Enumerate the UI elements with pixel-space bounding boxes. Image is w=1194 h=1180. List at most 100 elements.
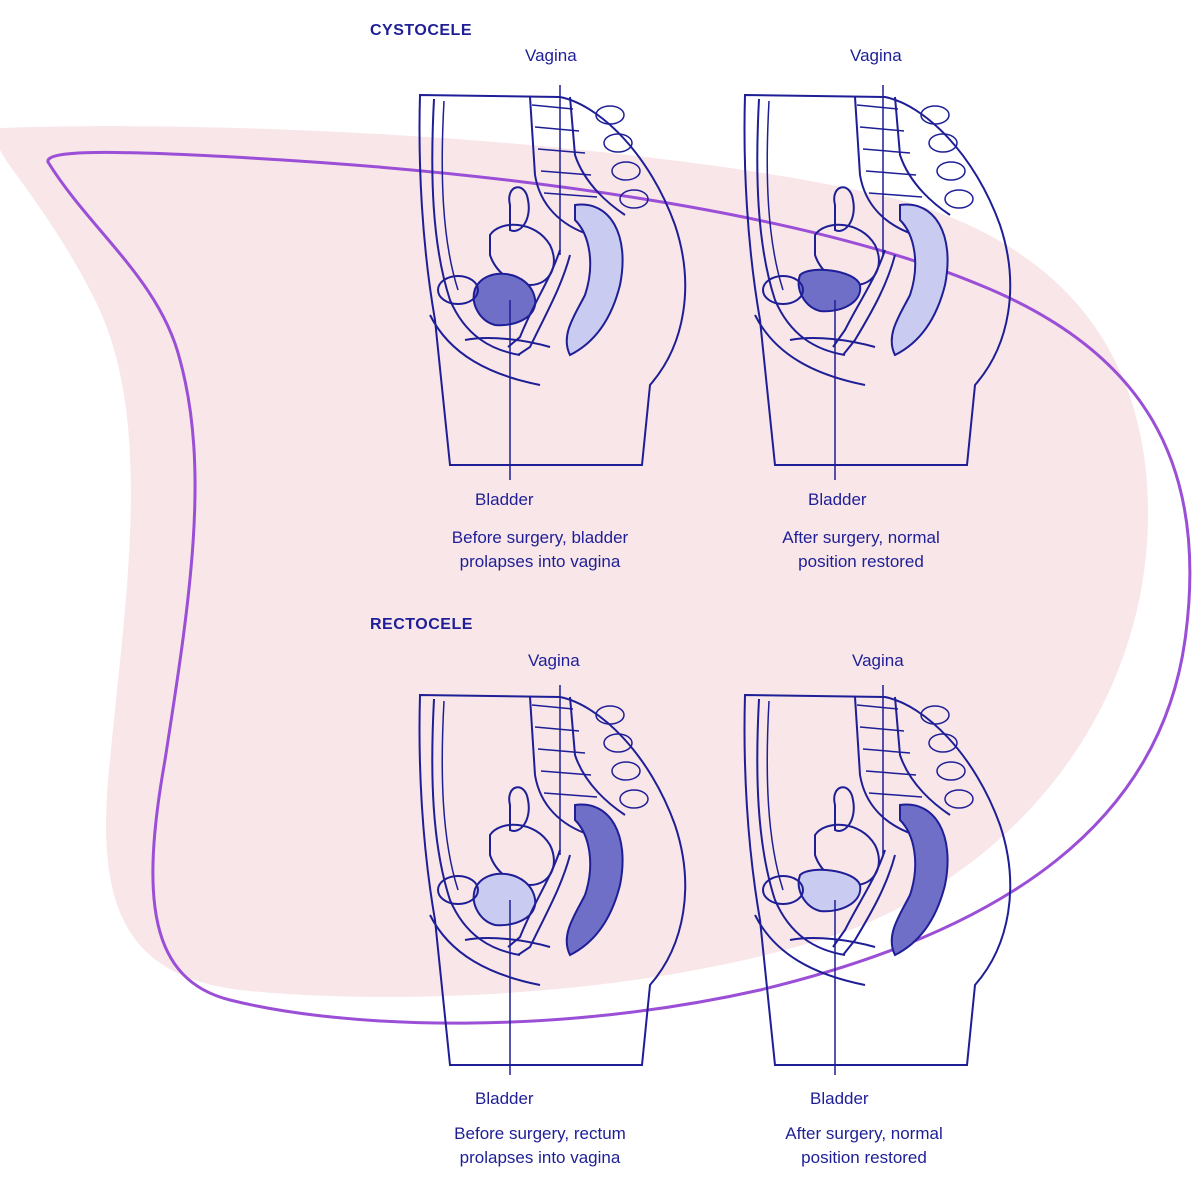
- uterus-top: [508, 186, 530, 232]
- vertebra-line: [543, 192, 598, 198]
- vagina-canal-back: [517, 254, 571, 356]
- anatomy-illustration: [743, 85, 1012, 480]
- caption-line: Before surgery, rectum: [454, 1124, 626, 1143]
- pelvic-floor: [789, 936, 876, 948]
- vertebra-line: [859, 726, 905, 732]
- vagina-label: Vagina: [528, 651, 580, 670]
- caption-line: Before surgery, bladder: [451, 528, 629, 547]
- spine-front: [854, 696, 916, 836]
- abdominal-wall-inner: [441, 100, 459, 291]
- vertebra-line: [531, 704, 574, 710]
- section-title-rectocele: RECTOCELE: [370, 616, 473, 633]
- panel-cystocele-after: [735, 85, 1025, 485]
- rectum: [890, 803, 949, 957]
- pubic-bone: [437, 875, 479, 905]
- abdominal-wall-inner: [766, 100, 784, 291]
- spine-back: [894, 696, 951, 816]
- vertebra-line: [856, 104, 899, 110]
- spine-front: [854, 96, 916, 236]
- vertebra-body: [920, 105, 950, 125]
- vertebra-line: [534, 126, 580, 132]
- spine-back: [894, 96, 951, 216]
- vertebra-line: [540, 770, 592, 776]
- spine-front: [529, 696, 591, 836]
- vertebra-line: [537, 748, 586, 754]
- caption-line: prolapses into vagina: [459, 552, 621, 571]
- abdominal-wall: [756, 98, 846, 356]
- caption-cystocele-before: Before surgery, bladder prolapses into v…: [410, 526, 670, 574]
- panel-rectocele-before: [410, 685, 700, 1075]
- section-title-cystocele: CYSTOCELE: [370, 22, 472, 39]
- vertebra-body: [936, 761, 966, 781]
- caption-line: After surgery, normal: [785, 1124, 943, 1143]
- caption-rectocele-before: Before surgery, rectum prolapses into va…: [410, 1122, 670, 1170]
- spine-back: [569, 696, 626, 816]
- spine-front: [529, 96, 591, 236]
- body-outline: [418, 93, 687, 466]
- vertebra-line: [531, 104, 574, 110]
- abdominal-wall-inner: [766, 700, 784, 891]
- anatomy-illustration: [418, 85, 687, 480]
- panel-cystocele-before: [410, 85, 700, 485]
- vertebra-body: [936, 161, 966, 181]
- abdominal-wall: [756, 698, 846, 956]
- uterus-top: [508, 786, 530, 832]
- pubic-bone: [762, 275, 804, 305]
- uterus-top: [833, 186, 855, 232]
- vertebra-line: [862, 748, 911, 754]
- bladder: [797, 268, 862, 313]
- body-outline: [743, 93, 1012, 466]
- vagina-canal-front: [832, 249, 886, 348]
- vagina-canal-front: [507, 849, 561, 948]
- caption-line: prolapses into vagina: [459, 1148, 621, 1167]
- vagina-canal-back: [842, 254, 896, 356]
- body-outline: [418, 693, 687, 1066]
- vertebra-body: [928, 133, 958, 153]
- caption-line: position restored: [798, 552, 924, 571]
- caption-line: position restored: [801, 1148, 927, 1167]
- bladder-label: Bladder: [808, 490, 867, 509]
- pelvic-floor: [464, 936, 551, 948]
- thigh-line: [754, 914, 866, 986]
- vertebra-body: [944, 189, 974, 209]
- pelvic-floor: [789, 336, 876, 348]
- vertebra-body: [595, 105, 625, 125]
- vagina-canal-front: [507, 249, 561, 348]
- vertebra-body: [611, 161, 641, 181]
- rectum: [890, 203, 949, 357]
- vertebra-line: [862, 148, 911, 154]
- vertebra-line: [868, 192, 923, 198]
- thigh-line: [429, 914, 541, 986]
- anatomy-illustration: [418, 685, 687, 1075]
- caption-line: After surgery, normal: [782, 528, 940, 547]
- bladder-label: Bladder: [475, 1089, 534, 1108]
- anatomy-illustration: [743, 685, 1012, 1075]
- vertebra-body: [619, 189, 649, 209]
- vertebra-line: [540, 170, 592, 176]
- vertebra-body: [595, 705, 625, 725]
- pubic-bone: [762, 875, 804, 905]
- bladder: [472, 872, 537, 927]
- caption-cystocele-after: After surgery, normal position restored: [731, 526, 991, 574]
- bladder-label: Bladder: [810, 1089, 869, 1108]
- thigh-line: [429, 314, 541, 386]
- spine-back: [569, 96, 626, 216]
- abdominal-wall: [431, 98, 521, 356]
- vertebra-line: [856, 704, 899, 710]
- abdominal-wall: [431, 698, 521, 956]
- vertebra-line: [865, 170, 917, 176]
- vagina-canal-back: [842, 854, 896, 956]
- abdominal-wall-inner: [441, 700, 459, 891]
- rectum: [565, 803, 624, 957]
- vertebra-body: [619, 789, 649, 809]
- vagina-canal-front: [832, 849, 886, 948]
- vertebra-body: [944, 789, 974, 809]
- rectum: [565, 203, 624, 357]
- bladder: [797, 868, 862, 913]
- vertebra-body: [611, 761, 641, 781]
- vertebra-body: [920, 705, 950, 725]
- vagina-label: Vagina: [525, 46, 577, 65]
- vertebra-line: [537, 148, 586, 154]
- pelvic-floor: [464, 336, 551, 348]
